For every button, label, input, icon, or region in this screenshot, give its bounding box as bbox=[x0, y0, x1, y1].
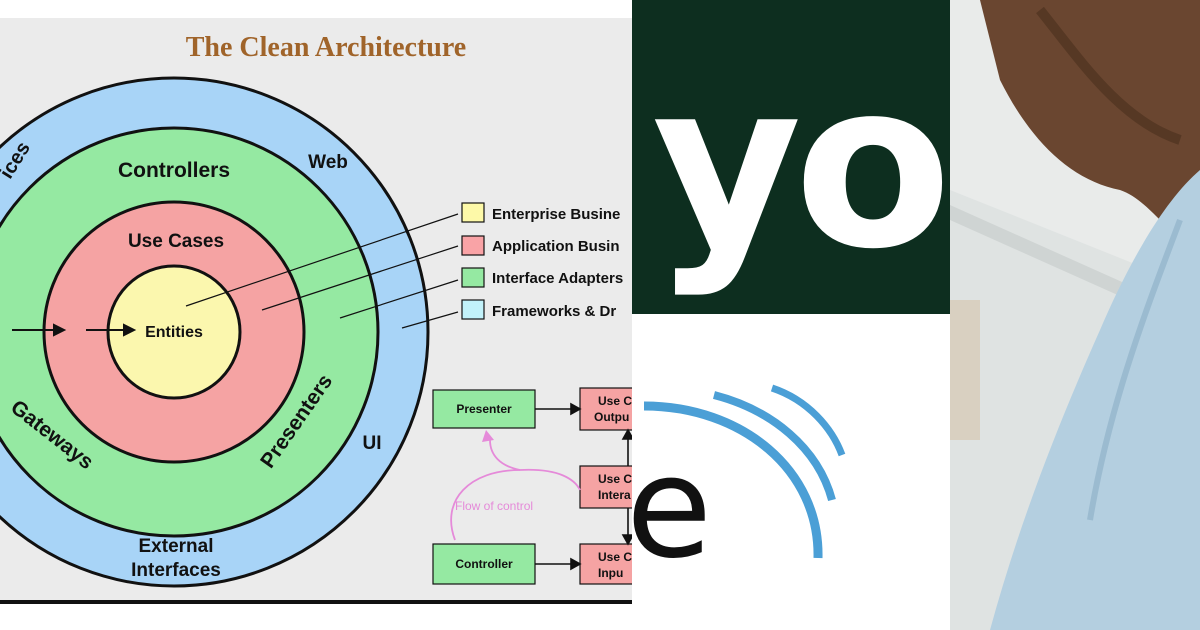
legend-leader-lines bbox=[185, 213, 459, 329]
hair-shape bbox=[980, 0, 1200, 250]
presenter-box bbox=[432, 389, 536, 429]
dark-logo-panel bbox=[632, 0, 950, 314]
ui-label: UI bbox=[363, 433, 382, 454]
shirt-shape bbox=[990, 170, 1200, 630]
legend-label-frameworks: Frameworks & Dr bbox=[492, 303, 616, 320]
flow-of-control-diagram: Presenter Controller Use C Outpu Use C I… bbox=[432, 387, 632, 585]
use-case-interactor-label-1: Use C bbox=[598, 472, 632, 486]
shirt-fold bbox=[1087, 218, 1183, 521]
use-case-input-label-2: Inpu bbox=[598, 566, 623, 580]
use-case-output-label-2: Outpu bbox=[594, 410, 629, 424]
legend-swatch-frameworks bbox=[461, 299, 485, 320]
logo-letters-yo: yo bbox=[652, 33, 944, 300]
photo-wood-edge bbox=[950, 300, 980, 440]
diagram-title: The Clean Architecture bbox=[186, 32, 466, 63]
legend-label-enterprise: Enterprise Busine bbox=[492, 206, 620, 223]
use-case-interactor-box bbox=[579, 465, 632, 509]
hair-strand bbox=[1036, 6, 1182, 145]
use-case-output-box bbox=[579, 387, 632, 431]
flow-of-control-label: Flow of control bbox=[455, 499, 533, 513]
flow-of-control-curve bbox=[450, 468, 581, 541]
flow-of-control-curve-top bbox=[489, 439, 521, 471]
legend-label-application: Application Busin bbox=[492, 238, 620, 255]
controller-box bbox=[432, 543, 536, 585]
person-photo bbox=[950, 0, 1200, 630]
external-label-line2: Interfaces bbox=[131, 560, 221, 581]
photo-canvas bbox=[950, 0, 1200, 630]
controller-box-label: Controller bbox=[455, 557, 513, 571]
legend: Enterprise Busine Application Busin Inte… bbox=[461, 202, 623, 320]
controllers-label: Controllers bbox=[118, 159, 230, 182]
diagram-canvas: The Clean Architecture ices Web UI Exter… bbox=[0, 18, 632, 604]
legend-label-interface-adapters: Interface Adapters bbox=[492, 270, 623, 287]
use-case-output-label-1: Use C bbox=[598, 394, 632, 408]
logo-canvas: yo e bbox=[632, 0, 950, 630]
use-cases-label: Use Cases bbox=[128, 231, 224, 252]
dependency-arrows bbox=[12, 323, 137, 337]
entities-label: Entities bbox=[145, 324, 203, 341]
use-case-input-box bbox=[579, 543, 632, 585]
web-label: Web bbox=[308, 152, 348, 173]
logo-collage: yo e bbox=[632, 0, 950, 630]
legend-swatch-interface-adapters bbox=[461, 267, 485, 288]
diagram-bottom-border bbox=[0, 600, 632, 604]
flow-arrows bbox=[535, 402, 632, 571]
use-case-interactor-label-2: Intera bbox=[598, 488, 631, 502]
flow-of-control-arrowhead bbox=[482, 430, 494, 442]
signal-arcs-icon bbox=[643, 384, 846, 559]
clean-architecture-diagram: The Clean Architecture ices Web UI Exter… bbox=[0, 18, 632, 604]
legend-swatch-application bbox=[461, 235, 485, 256]
legend-swatch-enterprise bbox=[461, 202, 485, 223]
external-label-line1: External bbox=[139, 536, 214, 557]
use-case-input-label-1: Use C bbox=[598, 550, 632, 564]
photo-shelf bbox=[950, 205, 1140, 305]
presenter-box-label: Presenter bbox=[456, 402, 512, 416]
logo-letter-e: e bbox=[632, 427, 712, 590]
